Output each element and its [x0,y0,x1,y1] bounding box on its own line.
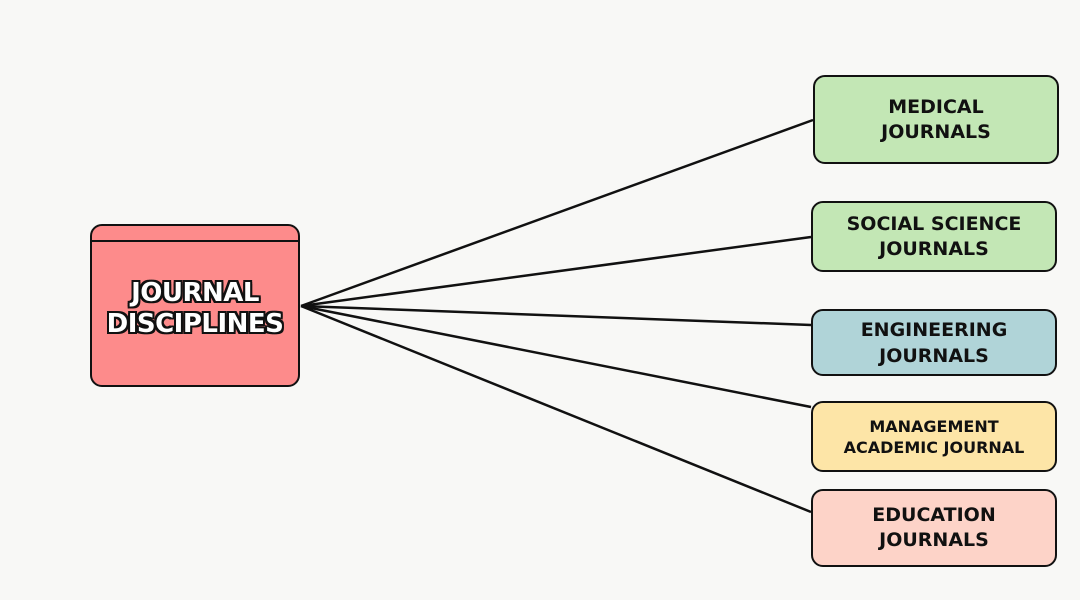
connector-social-science [300,235,812,308]
connector-medical [300,118,814,308]
node-label-line-1: MEDICAL [888,95,984,118]
hub-node-journal-disciplines: JOURNAL DISCIPLINES [90,224,300,387]
node-label-line-2: JOURNALS [881,120,991,143]
node-label-line-2: ACADEMIC JOURNAL [843,437,1025,457]
hub-title-line-2: DISCIPLINES [106,308,284,339]
hub-header-bar [92,240,298,242]
connector-management [300,304,812,409]
node-management-academic-journal: MANAGEMENT ACADEMIC JOURNAL [811,401,1057,472]
node-label-line-2: JOURNALS [879,529,989,551]
node-label-line-1: EDUCATION [872,504,996,526]
node-label-line-2: JOURNALS [879,344,989,367]
node-label-line-1: ENGINEERING [860,318,1008,341]
connector-education [300,304,812,514]
node-label-line-2: JOURNALS [879,237,989,260]
node-label-line-1: SOCIAL SCIENCE [846,212,1022,235]
node-education-journals: EDUCATION JOURNALS [811,489,1057,567]
connector-engineering [300,304,812,327]
hub-title-line-1: JOURNAL [131,277,259,308]
hub-title: JOURNAL DISCIPLINES [107,278,284,340]
node-medical-journals: MEDICAL JOURNALS [813,75,1059,164]
node-social-science-journals: SOCIAL SCIENCE JOURNALS [811,201,1057,272]
node-label-line-1: MANAGEMENT [869,416,999,436]
node-engineering-journals: ENGINEERING JOURNALS [811,309,1057,376]
